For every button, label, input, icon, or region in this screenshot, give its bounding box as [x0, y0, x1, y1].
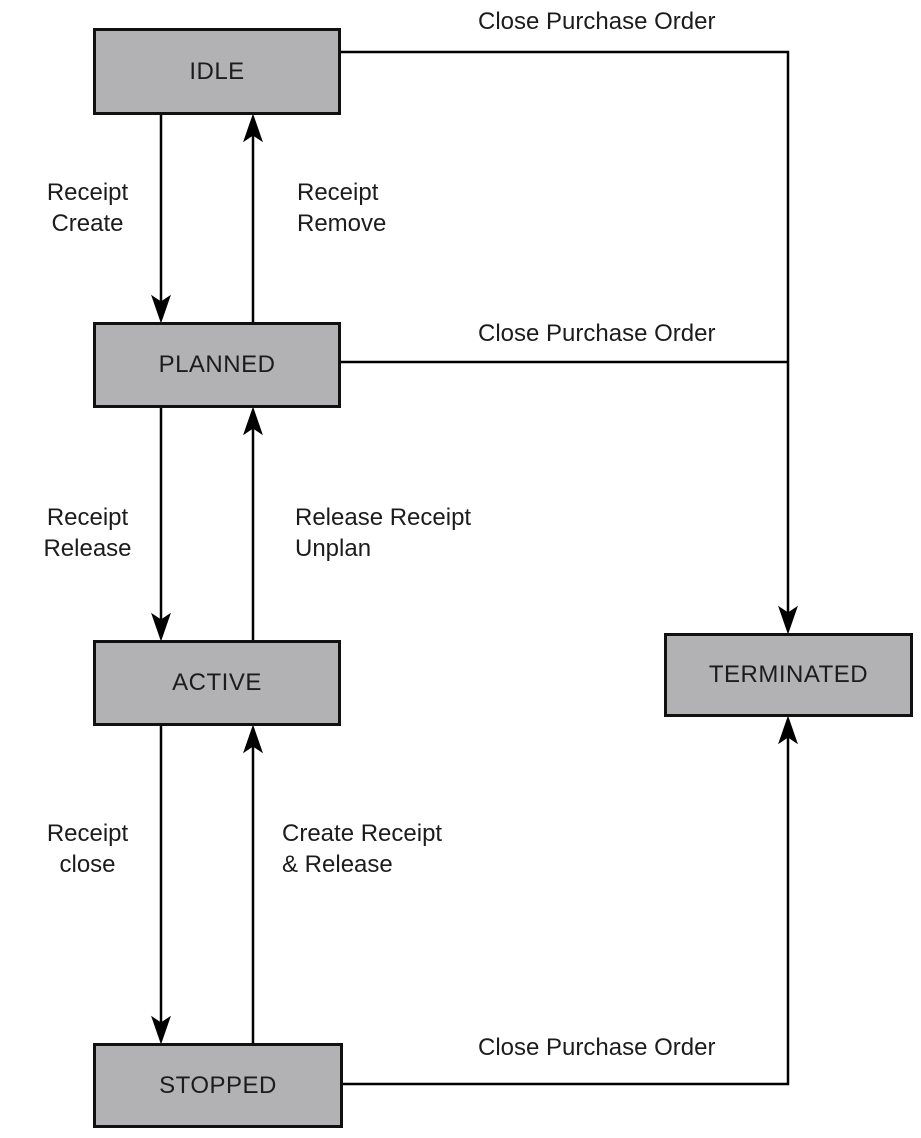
edge-label-receipt-close: Receipt close	[46, 820, 129, 878]
edge-idle-terminated-arrow	[341, 50, 798, 635]
state-active: ACTIVE	[93, 640, 341, 726]
state-terminated: TERMINATED	[664, 633, 913, 717]
edge-label-release-receipt-unplan: Release Receipt Unplan	[295, 504, 472, 562]
state-stopped: STOPPED	[93, 1043, 343, 1128]
edge-active-stopped-arrow	[151, 726, 171, 1045]
edge-active-planned-arrow	[243, 406, 263, 640]
edge-stopped-active-arrow	[243, 724, 263, 1043]
state-planned: PLANNED	[93, 322, 341, 408]
edge-label-create-receipt-release: Create Receipt & Release	[282, 820, 443, 878]
edge-stopped-terminated-arrow	[343, 715, 798, 1086]
edge-label-receipt-remove: Receipt Remove	[297, 179, 387, 237]
edge-label-receipt-create: Receipt Create	[46, 179, 129, 237]
edge-planned-idle-arrow	[243, 113, 263, 322]
edge-idle-planned-arrow	[151, 115, 171, 324]
edge-planned-active-arrow	[151, 408, 171, 642]
edge-label-receipt-release: Receipt Release	[43, 504, 132, 562]
edge-label-close-purchase-order-idle: Close Purchase Order	[478, 8, 716, 35]
edge-label-close-purchase-order-planned: Close Purchase Order	[478, 320, 716, 347]
edge-label-close-purchase-order-stopped: Close Purchase Order	[478, 1034, 716, 1061]
state-idle: IDLE	[93, 28, 341, 115]
